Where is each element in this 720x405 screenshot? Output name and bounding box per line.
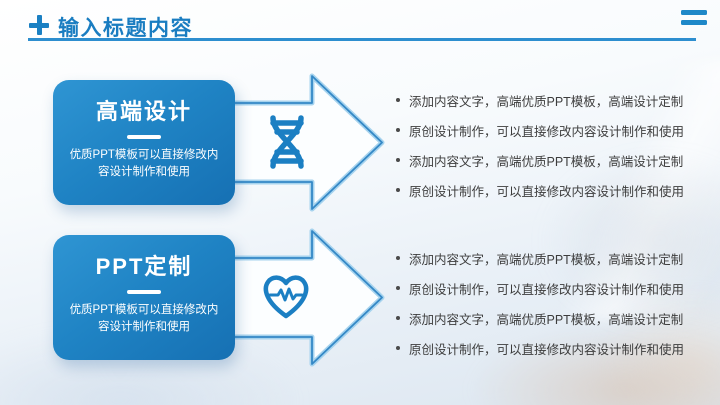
bullet-dot (396, 346, 400, 350)
list-item-text: 添加内容文字，高端优质PPT模板，高端设计定制 (409, 312, 684, 327)
card-ppt-customization[interactable]: PPT定制 优质PPT模板可以直接修改内容设计制作和使用 (53, 235, 235, 360)
list-item-text: 添加内容文字，高端优质PPT模板，高端设计定制 (409, 154, 684, 169)
card-title: 高端设计 (95, 99, 192, 124)
menu-bar (681, 20, 707, 25)
list-item[interactable]: 添加内容文字，高端优质PPT模板，高端设计定制 (390, 145, 702, 175)
bullet-dot (396, 98, 400, 102)
bullet-dot (396, 128, 400, 132)
list-item[interactable]: 原创设计制作，可以直接修改内容设计制作和使用 (390, 175, 702, 205)
card-description: 优质PPT模板可以直接修改内容设计制作和使用 (69, 149, 219, 178)
bullet-dot (396, 158, 400, 162)
menu-bar (681, 10, 707, 15)
list-item[interactable]: 添加内容文字，高端优质PPT模板，高端设计定制 (390, 303, 702, 333)
list-item-text: 添加内容文字，高端优质PPT模板，高端设计定制 (409, 94, 684, 109)
plus-icon (29, 15, 49, 35)
list-item[interactable]: 添加内容文字，高端优质PPT模板，高端设计定制 (390, 243, 702, 273)
heart-pulse-icon (263, 275, 309, 319)
card-divider (127, 135, 161, 139)
card-divider (127, 290, 161, 294)
list-item-text: 原创设计制作，可以直接修改内容设计制作和使用 (409, 282, 685, 297)
list-item-text: 添加内容文字，高端优质PPT模板，高端设计定制 (409, 252, 684, 267)
page-title[interactable]: 输入标题内容 (58, 17, 193, 40)
bullet-list[interactable]: 添加内容文字，高端优质PPT模板，高端设计定制 原创设计制作，可以直接修改内容设… (390, 243, 702, 363)
bullet-dot (396, 316, 400, 320)
arrow-shape[interactable] (224, 70, 386, 216)
dna-icon (270, 115, 304, 169)
bullet-dot (396, 188, 400, 192)
list-item[interactable]: 原创设计制作，可以直接修改内容设计制作和使用 (390, 115, 702, 145)
menu-equals-icon[interactable] (681, 10, 707, 30)
title-underline (28, 38, 696, 41)
list-item[interactable]: 原创设计制作，可以直接修改内容设计制作和使用 (390, 333, 702, 363)
card-description: 优质PPT模板可以直接修改内容设计制作和使用 (69, 304, 219, 333)
list-item-text: 原创设计制作，可以直接修改内容设计制作和使用 (409, 184, 685, 199)
bullet-dot (396, 286, 400, 290)
card-premium-design[interactable]: 高端设计 优质PPT模板可以直接修改内容设计制作和使用 (53, 80, 235, 205)
list-item[interactable]: 原创设计制作，可以直接修改内容设计制作和使用 (390, 273, 702, 303)
list-item[interactable]: 添加内容文字，高端优质PPT模板，高端设计定制 (390, 85, 702, 115)
bullet-list[interactable]: 添加内容文字，高端优质PPT模板，高端设计定制 原创设计制作，可以直接修改内容设… (390, 85, 702, 205)
card-title: PPT定制 (95, 254, 193, 279)
list-item-text: 原创设计制作，可以直接修改内容设计制作和使用 (409, 342, 685, 357)
list-item-text: 原创设计制作，可以直接修改内容设计制作和使用 (409, 124, 685, 139)
bullet-dot (396, 256, 400, 260)
